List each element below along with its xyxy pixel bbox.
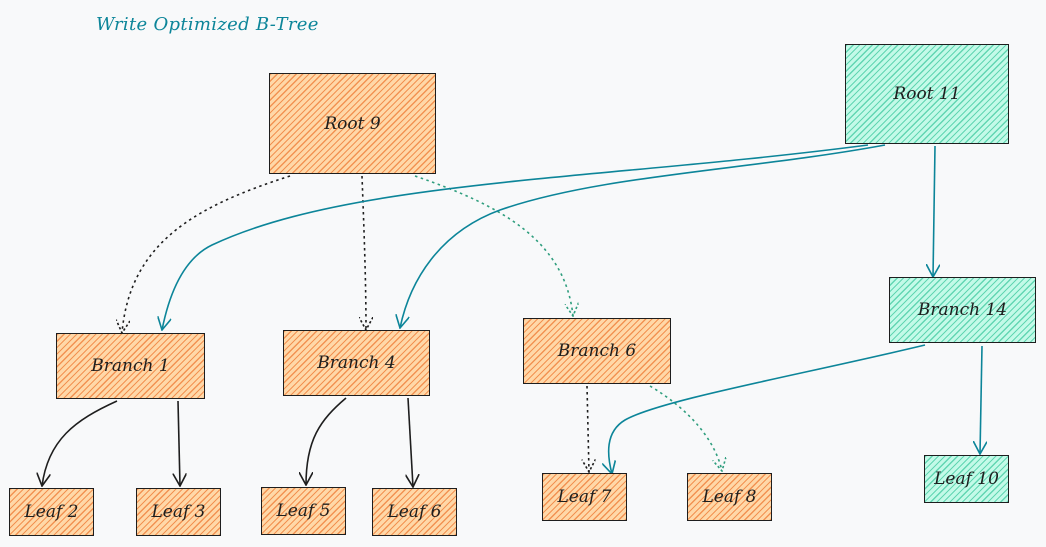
node-branch-6: Branch 6: [523, 318, 671, 384]
node-leaf-5: Leaf 5: [261, 487, 346, 535]
node-label: Leaf 5: [276, 501, 331, 521]
node-branch-14: Branch 14: [889, 277, 1036, 343]
edge-root9-branch4: [362, 175, 366, 330]
edge-branch1-leaf2: [42, 400, 118, 486]
node-leaf-2: Leaf 2: [9, 488, 94, 536]
node-label: Leaf 7: [557, 487, 612, 507]
node-label: Branch 14: [917, 300, 1008, 320]
node-leaf-3: Leaf 3: [136, 488, 221, 536]
node-branch-4: Branch 4: [283, 330, 430, 396]
edge-branch6-leaf8: [649, 385, 722, 471]
node-label: Leaf 6: [387, 502, 442, 522]
node-label: Leaf 10: [934, 469, 999, 489]
node-leaf-7: Leaf 7: [542, 473, 627, 521]
node-label: Leaf 3: [151, 502, 206, 522]
node-label: Branch 4: [317, 353, 396, 373]
node-label: Branch 1: [91, 356, 170, 376]
edge-branch14-leaf10: [980, 345, 982, 454]
node-label: Root 11: [893, 84, 961, 104]
edge-root9-branch1: [122, 175, 291, 333]
node-leaf-8: Leaf 8: [687, 473, 772, 521]
node-label: Branch 6: [557, 341, 637, 361]
edge-root11-branch14: [933, 145, 935, 277]
node-leaf-10: Leaf 10: [924, 455, 1009, 503]
node-label: Root 9: [324, 113, 381, 134]
edge-branch4-leaf5: [306, 397, 347, 485]
edge-root11-branch1: [162, 144, 869, 330]
edge-branch6-leaf7: [587, 385, 589, 472]
node-label: Leaf 2: [24, 502, 79, 522]
edge-branch14-leaf7: [609, 344, 926, 474]
edge-branch4-leaf6: [408, 397, 413, 487]
diagram-title: Write Optimized B-Tree: [96, 14, 319, 35]
edge-root11-branch4: [400, 144, 886, 328]
edge-branch1-leaf3: [178, 400, 180, 486]
node-label: Leaf 8: [702, 487, 757, 507]
edge-root9-branch6: [414, 175, 573, 316]
node-root-9: Root 9: [269, 73, 436, 174]
node-leaf-6: Leaf 6: [372, 488, 457, 536]
node-root-11: Root 11: [845, 44, 1009, 144]
node-branch-1: Branch 1: [56, 333, 205, 399]
